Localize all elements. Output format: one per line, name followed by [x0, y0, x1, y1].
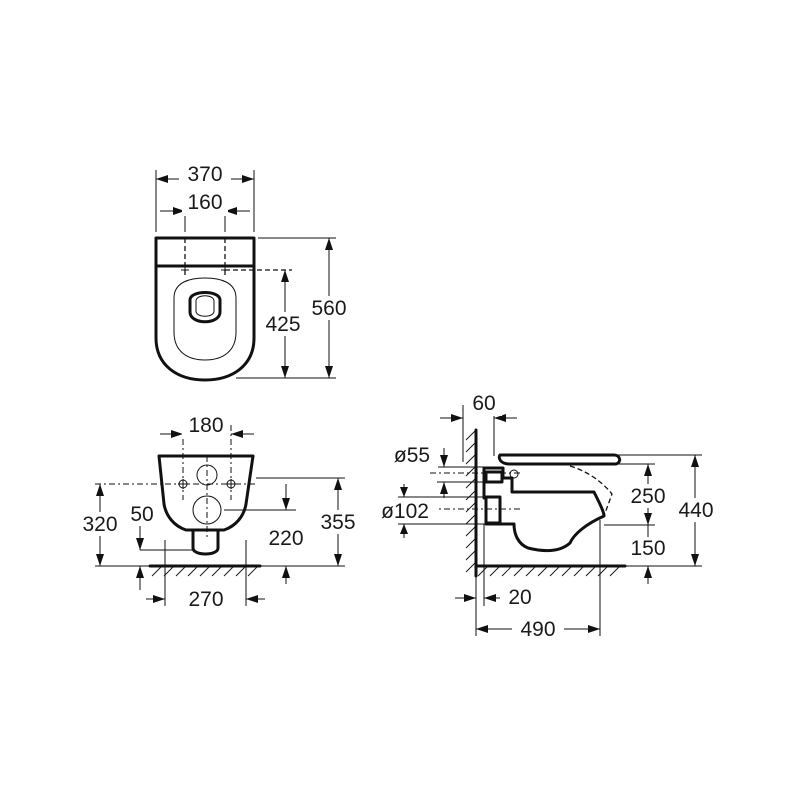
side-view-lid-hidden	[569, 465, 613, 517]
front-view-trap	[191, 528, 220, 556]
dim-250: 250	[630, 485, 665, 508]
dim-20: 20	[508, 586, 531, 609]
top-view-bowl-outline	[154, 236, 256, 382]
side-view-bowl-profile	[482, 466, 606, 553]
dim-425: 425	[265, 313, 300, 336]
top-view-outlet-inner	[195, 295, 215, 317]
dim-440: 440	[678, 499, 713, 522]
side-view-inlet-connector	[484, 470, 504, 484]
top-view-inner-rim	[173, 277, 237, 361]
dim-370: 370	[187, 163, 222, 186]
dim-60: 60	[472, 392, 495, 415]
dim-o55: ø55	[394, 444, 430, 467]
dim-150: 150	[630, 537, 665, 560]
top-view-outlet-ring	[188, 291, 222, 324]
front-view-body-outline	[157, 454, 255, 532]
side-view-seat	[497, 453, 622, 466]
dim-160: 160	[187, 191, 222, 214]
dim-490: 490	[520, 618, 555, 641]
front-view: 180 320 50 220 355	[77, 414, 362, 611]
dim-560: 560	[311, 297, 346, 320]
side-view: 60 ø55 ø102 250 440	[374, 392, 720, 641]
dim-50: 50	[130, 503, 153, 526]
dim-270: 270	[188, 588, 223, 611]
dim-355: 355	[320, 511, 355, 534]
side-view-outlet-connector	[484, 495, 502, 525]
dim-220: 220	[268, 527, 303, 550]
front-view-outlet-hole	[192, 495, 222, 525]
dim-o102: ø102	[381, 500, 429, 523]
dim-320: 320	[82, 513, 117, 536]
top-view: 370 160 425 560	[154, 162, 352, 382]
side-view-hinge	[509, 469, 519, 479]
dim-180: 180	[188, 414, 223, 437]
